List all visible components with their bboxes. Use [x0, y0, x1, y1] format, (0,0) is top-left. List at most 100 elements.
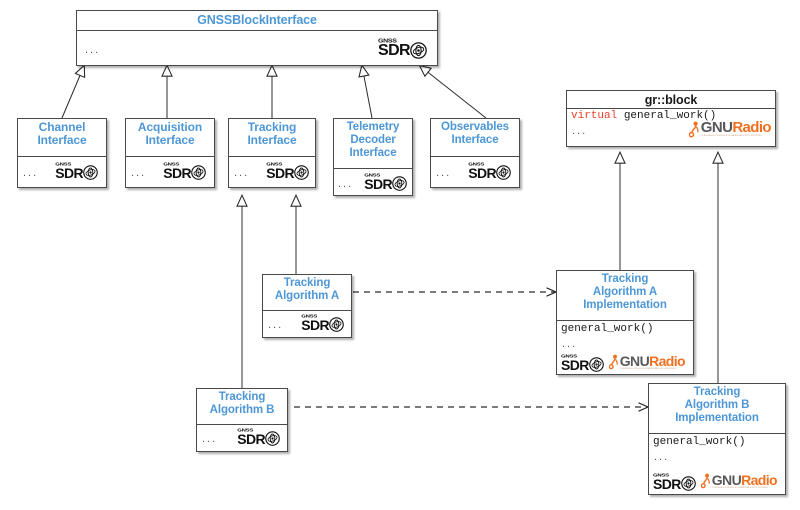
- gnuradio-mark-icon: [608, 355, 618, 370]
- member-general-work: virtual general_work(): [571, 110, 716, 122]
- class-title-tracking-algorithm-a: Tracking Algorithm A: [263, 275, 351, 311]
- gnss-sdr-logo-gnss-text: GNSS: [364, 173, 381, 178]
- class-body-tracking-interface: ... GNSS SDR: [229, 157, 315, 187]
- class-title-tracking-algorithm-b-implementation: Tracking Algorithm B Implementation: [649, 384, 785, 434]
- members-ellipsis: ...: [202, 433, 218, 445]
- title-line: Telemetry: [346, 121, 400, 133]
- gnss-sdr-logo: GNSS SDR: [561, 353, 604, 372]
- class-box-gr-block[interactable]: gr::block virtual general_work() ...: [566, 90, 776, 147]
- class-body-tracking-algorithm-b: ... GNSS SDR: [197, 425, 287, 451]
- class-body-channel-interface: ... GNSS SDR: [18, 157, 106, 187]
- class-title-tracking-algorithm-a-implementation: Tracking Algorithm A Implementation: [557, 271, 693, 321]
- members-ellipsis: ...: [562, 338, 578, 350]
- edge-channel-to-gnssblock: [61, 64, 86, 119]
- gnss-sdr-orbit-icon: [410, 42, 427, 59]
- class-box-telemetry-decoder-interface[interactable]: Telemetry Decoder Interface ... GNSS SDR: [333, 118, 413, 196]
- gnss-sdr-logo: GNSS SDR: [266, 161, 309, 180]
- title-line: Interface: [145, 133, 195, 148]
- title-line: Interface: [451, 133, 499, 146]
- gnss-sdr-logo-gnss-text: GNSS: [378, 38, 397, 44]
- gnss-sdr-logo-gnss-text: GNSS: [561, 354, 577, 359]
- gnss-sdr-orbit-icon: [191, 165, 206, 180]
- members-ellipsis: ...: [85, 44, 101, 56]
- class-box-observables-interface[interactable]: Observables Interface ... GNSS SDR: [430, 118, 520, 188]
- gnss-sdr-logo-sdr-text: SDR: [266, 165, 294, 181]
- title-line: Interface: [37, 133, 87, 148]
- class-body-telemetry-decoder-interface: ... GNSS SDR: [334, 169, 412, 195]
- title-line: Tracking: [247, 120, 297, 134]
- gnuradio-logo: GNURadio THE FREE & OPEN SOFTWARE RADIO …: [700, 471, 778, 490]
- title-line: Decoder: [350, 133, 396, 146]
- class-body-observables-interface: ... GNSS SDR: [431, 157, 519, 187]
- class-logo-row: GNSS SDR: [561, 353, 686, 372]
- gnss-sdr-logo-sdr-text: SDR: [55, 165, 83, 181]
- gnss-sdr-orbit-icon: [588, 357, 604, 372]
- class-logo-row: GNSS SDR: [653, 471, 778, 491]
- keyword-virtual: virtual: [571, 110, 618, 122]
- gnss-sdr-logo-sdr-text: SDR: [561, 357, 589, 373]
- members-ellipsis: ...: [131, 167, 147, 179]
- class-box-tracking-algorithm-b-implementation[interactable]: Tracking Algorithm B Implementation gene…: [648, 383, 786, 495]
- gnss-sdr-logo: GNSS SDR: [55, 161, 98, 180]
- class-box-channel-interface[interactable]: Channel Interface ... GNSS SDR: [17, 118, 107, 188]
- gnss-sdr-logo: GNSS SDR: [301, 313, 344, 332]
- gnss-sdr-logo: GNSS SDR: [364, 172, 407, 191]
- gnss-sdr-logo-gnss-text: GNSS: [653, 473, 669, 478]
- class-body-tracking-algorithm-b-implementation: general_work() ... GNSS SDR: [649, 434, 785, 494]
- class-box-acquisition-interface[interactable]: Acquisition Interface ... GNSS SDR: [125, 118, 215, 188]
- gnss-sdr-logo-gnss-text: GNSS: [163, 162, 180, 167]
- gnss-sdr-orbit-icon: [680, 476, 696, 491]
- gnss-sdr-logo: GNSS SDR: [653, 472, 696, 491]
- title-line: Tracking: [693, 386, 741, 398]
- gnss-sdr-logo: GNSS SDR: [163, 161, 206, 180]
- gnss-sdr-logo: GNSS SDR: [378, 37, 427, 59]
- class-title-gr-block: gr::block: [567, 91, 775, 109]
- title-line: Observables: [441, 121, 509, 133]
- gnuradio-logo-radio-text: Radio: [732, 119, 771, 136]
- gnss-sdr-logo-sdr-text: SDR: [653, 476, 681, 492]
- gnss-sdr-orbit-icon: [392, 176, 407, 191]
- gnss-sdr-logo-gnss-text: GNSS: [55, 162, 72, 167]
- gnss-sdr-logo-sdr-text: SDR: [163, 165, 191, 181]
- gnuradio-logo-tagline: THE FREE & OPEN SOFTWARE RADIO ECOSYSTEM: [700, 134, 762, 137]
- class-body-tracking-algorithm-a-implementation: general_work() ... GNSS SDR: [557, 321, 693, 374]
- gnuradio-logo-tagline: THE FREE & OPEN SOFTWARE RADIO ECOSYSTEM: [711, 486, 768, 489]
- gnss-sdr-orbit-icon: [294, 165, 309, 180]
- gnss-sdr-logo-gnss-text: GNSS: [266, 162, 283, 167]
- class-body-gnss-block-interface: ... GNSS SDR: [77, 31, 437, 65]
- gnss-sdr-orbit-icon: [83, 165, 98, 180]
- title-line: Interface: [349, 146, 397, 159]
- title-line: Algorithm A: [592, 285, 658, 298]
- class-title-channel-interface: Channel Interface: [18, 119, 106, 157]
- title-line: Tracking: [601, 273, 649, 285]
- gnuradio-logo-gnu-text: GNU: [711, 471, 742, 488]
- members-ellipsis: ...: [23, 167, 39, 179]
- class-title-acquisition-interface: Acquisition Interface: [126, 119, 214, 157]
- edge-observables-to-gnssblock: [418, 64, 487, 119]
- title-line: Acquisition: [137, 120, 203, 134]
- class-box-tracking-interface[interactable]: Tracking Interface ... GNSS SDR: [228, 118, 316, 188]
- gnss-sdr-logo-gnss-text: GNSS: [468, 162, 485, 167]
- title-line: Interface: [247, 133, 297, 148]
- gnss-sdr-logo-gnss-text: GNSS: [301, 314, 318, 319]
- members-ellipsis: ...: [654, 451, 670, 463]
- class-body-gr-block: virtual general_work() ... GNURadio: [567, 109, 775, 146]
- gnss-sdr-logo-sdr-text: SDR: [468, 165, 496, 181]
- title-line: Implementation: [675, 411, 759, 424]
- class-box-tracking-algorithm-a[interactable]: Tracking Algorithm A ... GNSS SDR: [262, 274, 352, 338]
- members-ellipsis: ...: [338, 178, 354, 190]
- class-box-tracking-algorithm-a-implementation[interactable]: Tracking Algorithm A Implementation gene…: [556, 270, 694, 375]
- class-title-tracking-interface: Tracking Interface: [229, 119, 315, 157]
- gnss-sdr-logo-sdr-text: SDR: [378, 42, 411, 59]
- method-signature: general_work(): [653, 436, 746, 448]
- title-line: Tracking: [283, 277, 331, 289]
- title-line: Algorithm B: [684, 398, 750, 411]
- gnss-sdr-logo: GNSS SDR: [468, 161, 511, 180]
- gnuradio-mark-icon: [700, 474, 710, 489]
- gnss-sdr-logo-sdr-text: SDR: [301, 317, 329, 333]
- class-box-gnss-block-interface[interactable]: GNSSBlockInterface ... GNSS SDR: [76, 10, 438, 66]
- class-box-tracking-algorithm-b[interactable]: Tracking Algorithm B ... GNSS SDR: [196, 388, 288, 452]
- members-ellipsis: ...: [234, 167, 250, 179]
- gnuradio-logo-radio-text: Radio: [741, 471, 777, 488]
